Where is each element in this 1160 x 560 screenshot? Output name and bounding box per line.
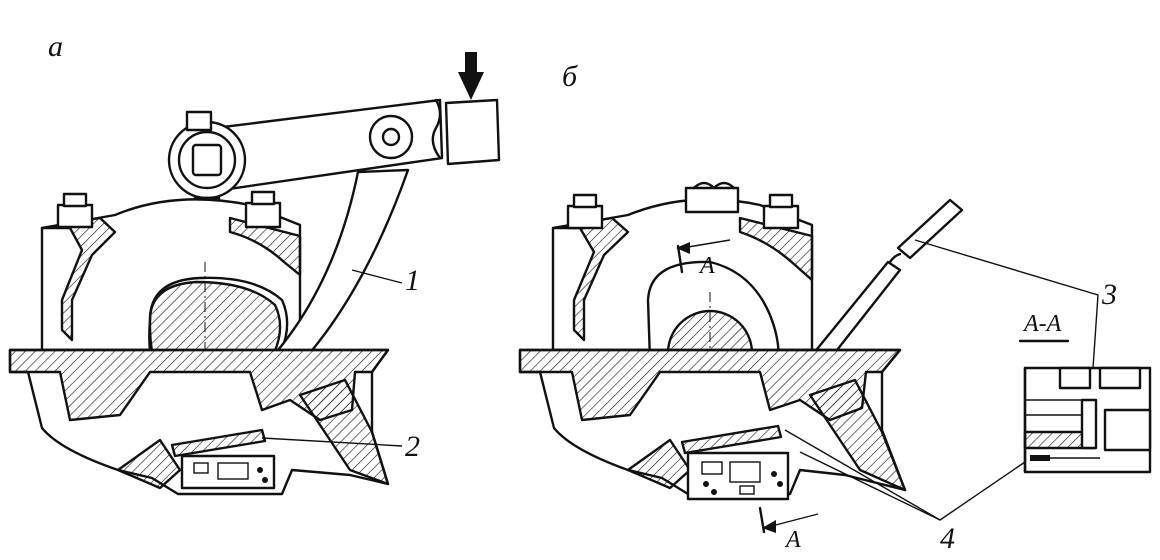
panel-a-drawing [8, 52, 501, 496]
insert-4 [680, 424, 790, 501]
force-arrow [458, 52, 484, 100]
panel-label-a: а [48, 30, 63, 63]
section-title: A-A [1024, 311, 1062, 337]
section-marker-top [676, 239, 731, 274]
section-aa-detail [1018, 339, 1152, 474]
base-plate-b [518, 348, 907, 496]
lever-arm [167, 98, 501, 216]
panel-label-b: б [562, 60, 578, 93]
callout-4: 4 [940, 522, 955, 555]
insert-2 [170, 428, 276, 490]
section-marker-top-label: A [700, 253, 715, 279]
section-marker-bottom [758, 506, 819, 534]
callout-1: 1 [405, 264, 420, 297]
callout-2: 2 [405, 430, 420, 463]
panel-b-drawing [518, 181, 1099, 534]
section-marker-bottom-label: A [786, 527, 801, 553]
callout-3: 3 [1102, 278, 1117, 311]
base-plate-a [8, 348, 390, 496]
